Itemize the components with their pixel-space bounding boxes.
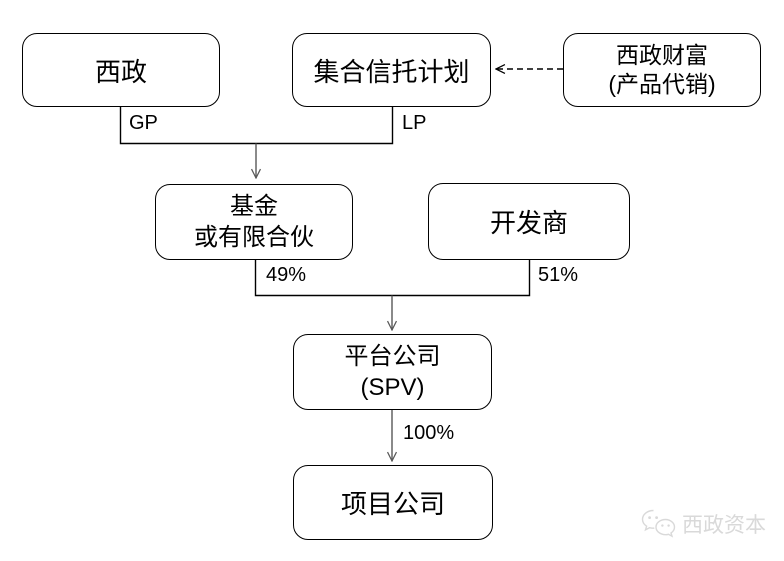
edge-label-lp: LP	[402, 112, 427, 134]
node-xizheng: 西政	[22, 33, 220, 107]
node-trust-plan-label: 集合信托计划	[313, 56, 470, 87]
node-fund-label-line2: 或有限合伙	[194, 224, 314, 251]
node-platform-spv-label-line1: 平台公司	[344, 342, 441, 370]
node-trust-plan: 集合信托计划	[292, 33, 491, 107]
node-xizheng-label: 西政	[94, 56, 147, 87]
node-fund: 基金 或有限合伙	[155, 184, 353, 260]
node-developer-label: 开发商	[489, 208, 568, 238]
edge-gp-lp-elbow	[119, 107, 394, 145]
edge-label-gp: GP	[129, 112, 158, 134]
node-xizheng-wealth: 西政财富 (产品代销)	[563, 33, 761, 107]
node-platform-spv: 平台公司 (SPV)	[293, 334, 492, 410]
node-xizheng-wealth-label-line1: 西政财富	[616, 42, 708, 69]
node-project-company-label: 项目公司	[340, 489, 445, 519]
wechat-icon	[641, 508, 677, 540]
edge-label-spv-share: 100%	[403, 422, 455, 444]
edge-label-developer-share: 51%	[538, 264, 579, 286]
node-project-company: 项目公司	[293, 465, 493, 540]
edge-label-fund-share: 49%	[266, 264, 307, 286]
node-developer: 开发商	[428, 183, 630, 260]
watermark: 西政资本	[641, 508, 766, 540]
node-xizheng-wealth-label-line2: (产品代销)	[608, 71, 716, 97]
node-platform-spv-label-line2: (SPV)	[360, 374, 425, 401]
watermark-text: 西政资本	[682, 514, 766, 537]
node-fund-label-line1: 基金	[230, 192, 278, 220]
